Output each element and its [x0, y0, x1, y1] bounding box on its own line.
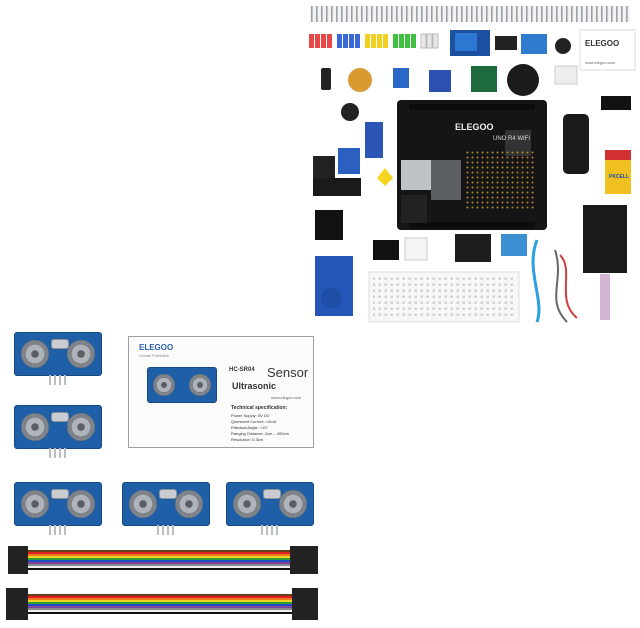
keypad-chip-module	[471, 66, 497, 92]
jumper-pins-strip	[310, 6, 630, 22]
ultrasonic-sensor-4	[122, 482, 210, 535]
manual-spec-2: Quiescent Current: <2mA	[231, 419, 277, 424]
ultrasonic-sensor-1	[14, 332, 102, 385]
joystick-module	[507, 64, 539, 96]
manual-spec-heading: Technical specification:	[231, 405, 288, 411]
membrane-keypad	[583, 205, 627, 273]
svg-text:PKCELL: PKCELL	[609, 174, 629, 180]
transducer-left	[153, 374, 175, 396]
fan-blade	[377, 168, 393, 186]
crystal-oscillator	[159, 489, 177, 499]
seven-segment-four-digit	[313, 178, 361, 196]
ir-remote	[563, 114, 589, 174]
transducer-right	[279, 490, 307, 518]
rfid-tag	[321, 288, 341, 308]
transducer-left	[21, 490, 49, 518]
power-supply-module	[455, 234, 491, 262]
elegoo-card: ELEGOO www.elegoo.com	[579, 29, 636, 71]
tilt-switches	[554, 65, 578, 85]
manual-website: www.elegoo.com	[271, 395, 302, 400]
manual-spec-5: Resolution: 0.3cm	[231, 437, 264, 442]
sensor-pair	[404, 237, 428, 261]
capacitor	[321, 68, 331, 90]
servo-motor	[393, 68, 409, 88]
header-pins	[49, 525, 69, 535]
stepper-motor	[348, 68, 372, 92]
9v-battery: PKCELL	[605, 150, 631, 194]
breadboard	[368, 271, 520, 323]
active-buzzer	[341, 103, 359, 121]
transducer-left	[21, 413, 49, 441]
manual-spec-4: Ranging Distance: 2cm – 400cm	[231, 431, 289, 436]
led-matrix-driver	[373, 240, 399, 260]
ultrasonic-sensor-3	[14, 482, 102, 535]
ic-chip	[495, 36, 517, 50]
transducer-left	[21, 340, 49, 368]
manual-model: HC-SR04	[229, 367, 255, 373]
transducer-right	[67, 340, 95, 368]
transducer-right	[67, 490, 95, 518]
jumper-wires-bundle	[554, 249, 568, 323]
svg-text:UNO R4 WIFI: UNO R4 WIFI	[493, 136, 530, 142]
buzzer	[555, 38, 571, 54]
ultrasonic-sensor-5	[226, 482, 314, 535]
sound-sensor	[315, 210, 343, 240]
dupont-jumper-wires	[6, 546, 318, 620]
manual-spec-3: Effectual Angle: <15°	[231, 425, 269, 430]
header-pins	[49, 448, 69, 458]
manual-spec-1: Power Supply: 5V DC	[231, 413, 270, 418]
dht11-module	[501, 234, 527, 256]
svg-text:ELEGOO: ELEGOO	[585, 39, 619, 48]
crystal-oscillator	[51, 339, 69, 349]
ultrasonic-small	[365, 122, 383, 158]
transducer-left	[233, 490, 261, 518]
oled-display	[338, 148, 360, 174]
header-pins	[261, 525, 281, 535]
sound-module	[601, 96, 631, 110]
usb-cable	[531, 239, 541, 323]
seven-segment-single	[313, 156, 335, 178]
wire-ribbon-top	[8, 546, 318, 574]
starter-kit-components: ELEGOO www.elegoo.com ELEGOO UNO R4 WIFI…	[309, 6, 636, 323]
svg-text:www.elegoo.com: www.elegoo.com	[585, 60, 616, 65]
manual-logo: ELEGOO	[139, 343, 174, 352]
svg-text:ELEGOO: ELEGOO	[455, 122, 494, 132]
accelerometer-module	[429, 70, 451, 92]
transducer-right	[67, 413, 95, 441]
wire-ribbon-bottom	[6, 588, 318, 620]
manual-title-ultrasonic: Ultrasonic	[232, 381, 277, 391]
transducer-left	[129, 490, 157, 518]
manual-sensor-image	[147, 367, 217, 403]
uno-r4-board: ELEGOO UNO R4 WIFI	[397, 100, 547, 230]
header-pins	[49, 375, 69, 385]
ultrasonic-sensor-2	[14, 405, 102, 458]
crystal-oscillator	[263, 489, 281, 499]
crystal-oscillator	[51, 412, 69, 422]
crystal-oscillator	[51, 489, 69, 499]
transducer-right	[189, 374, 211, 396]
relay-module	[450, 30, 490, 56]
ir-sensor-module	[521, 34, 547, 54]
manual-title-sensor: Sensor	[267, 365, 309, 380]
sensor-manual-card: ELEGOO Create Portfolios HC-SR04 Sensor …	[128, 336, 314, 448]
transducer-right	[175, 490, 203, 518]
manual-tagline: Create Portfolios	[139, 353, 169, 358]
keypad-ribbon	[600, 274, 610, 320]
led-row	[309, 33, 439, 49]
header-pins	[157, 525, 177, 535]
